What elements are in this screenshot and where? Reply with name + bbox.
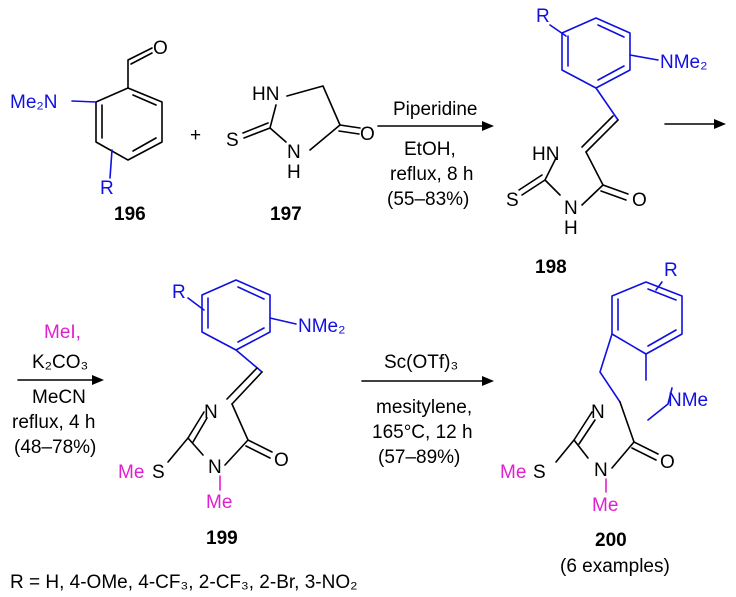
carbonyl-bond-199	[245, 439, 273, 459]
compound-200: R NMe N N Me Me S O 200 (6 examples)	[500, 260, 708, 577]
step2-reagent-k2co3: K₂CO₃	[32, 352, 88, 373]
aromatic-bonds-199	[207, 286, 265, 343]
compound-number-200: 200	[595, 530, 627, 551]
aldehyde-double-bond	[130, 52, 153, 65]
hn-label-197: HN	[252, 84, 279, 105]
nme2-label-199: NMe₂	[298, 316, 346, 337]
mes-me-label-200: Me	[500, 462, 526, 483]
benzylidene-bond-198	[595, 87, 619, 121]
h-label-197: H	[287, 162, 301, 183]
nme2-label-198: NMe₂	[660, 52, 708, 73]
s-bond-199	[167, 437, 189, 463]
me-label-199: Me	[206, 492, 232, 513]
n-label-199: N	[204, 402, 218, 423]
step1-conditions: reflux, 8 h	[390, 164, 473, 185]
compound-198: R NMe₂ HN N H S O 198	[506, 6, 708, 278]
thione-bond-197	[242, 122, 271, 139]
step2-conditions: reflux, 4 h	[12, 412, 95, 433]
r-bond-199	[187, 297, 205, 311]
step1-yield: (55–83%)	[387, 189, 469, 210]
cn-double-bond-199	[192, 417, 208, 443]
r-label-199: R	[172, 282, 186, 303]
benzene-ring-200	[611, 281, 683, 355]
nh-label-198: N	[564, 198, 578, 219]
benzylidene-bond-199	[235, 349, 263, 373]
oxygen-198: O	[632, 190, 647, 211]
compound-number-198: 198	[535, 257, 567, 278]
mes-me-label-199: Me	[118, 462, 144, 483]
exocyclic-double-bond-199	[226, 367, 263, 405]
nme2-bond-198	[629, 54, 659, 61]
r-bond-196	[109, 149, 113, 179]
arrow-2-head	[714, 119, 726, 129]
aromatic-bonds-198	[567, 24, 625, 81]
reaction-arrow-1: Piperidine EtOH, reflux, 8 h (55–83%)	[377, 99, 494, 210]
step3-reagent: Sc(OTf)₃	[384, 352, 458, 373]
me2n-label: Me₂N	[10, 92, 58, 113]
carbonyl-bond-200	[631, 441, 659, 461]
carbonyl-bond-198	[600, 184, 629, 201]
benzene-ring-198	[561, 17, 631, 89]
sulfur-198: S	[506, 190, 519, 211]
benzene-ring-199	[201, 279, 271, 351]
compound-197: HN N H S O 197	[226, 84, 375, 225]
compound-196: O Me₂N R 196	[10, 38, 168, 225]
thione-bond-198	[518, 174, 546, 196]
tetrahydroquinoline-ring-200	[599, 333, 673, 421]
arrow-1-head	[482, 121, 494, 131]
step2-reagent-mei: MeI,	[44, 322, 81, 343]
me-label-200: Me	[592, 495, 618, 516]
examples-label-200: (6 examples)	[560, 556, 670, 577]
arrow-4-head	[482, 376, 494, 386]
aromatic-bonds-200	[617, 288, 677, 347]
aldehyde-oxygen: O	[153, 38, 168, 59]
compound-199: R NMe₂ N N Me Me S O 199	[118, 279, 346, 549]
r-label-200: R	[664, 260, 678, 281]
hn-label-198: HN	[532, 144, 559, 165]
nme2-bond-199	[269, 317, 297, 325]
aldehyde-bond	[127, 47, 153, 89]
step2-solvent: MeCN	[32, 387, 86, 408]
sulfur-197: S	[226, 130, 239, 151]
r-label-198: R	[536, 6, 550, 27]
compound-number-197: 197	[270, 204, 302, 225]
imidazolidine-ring-197	[269, 85, 341, 151]
step1-reagent: Piperidine	[393, 99, 478, 120]
reaction-arrow-2	[664, 119, 726, 129]
exocyclic-double-bond-198	[581, 115, 619, 153]
compound-number-199: 199	[206, 528, 238, 549]
r-bond-198	[549, 24, 567, 37]
step3-solvent: mesitylene,	[376, 397, 472, 418]
cn-double-bond-200	[578, 419, 596, 445]
reaction-arrow-3: MeI, K₂CO₃ MeCN reflux, 4 h (48–78%)	[12, 322, 104, 458]
mes-s-label-199: S	[152, 462, 165, 483]
compound-number-196: 196	[114, 204, 146, 225]
r-bond-200	[655, 281, 663, 291]
step3-yield: (57–89%)	[378, 447, 460, 468]
h-label-198: H	[564, 218, 578, 239]
nme-n-label-199: N	[208, 457, 222, 478]
step2-yield: (48–78%)	[14, 437, 96, 458]
aromatic-bonds-196	[101, 94, 157, 152]
n-label-200: N	[591, 402, 605, 423]
oxygen-199: O	[274, 450, 289, 471]
benzene-ring-196	[95, 87, 163, 161]
substituent-list: R = H, 4-OMe, 4-CF₃, 2-CF₃, 2-Br, 3-NO₂	[10, 572, 357, 593]
arrow-3-head	[92, 375, 104, 385]
oxygen-200: O	[660, 452, 675, 473]
mes-s-label-200: S	[533, 462, 546, 483]
carbonyl-bond-197	[338, 124, 361, 135]
nme-label-200: NMe	[668, 390, 708, 411]
reaction-arrow-4: Sc(OTf)₃ mesitylene, 165°C, 12 h (57–89%…	[361, 352, 494, 468]
r-label-196: R	[100, 178, 114, 199]
s-bond-200	[555, 439, 575, 463]
plus-sign: +	[190, 125, 201, 146]
step1-solvent: EtOH,	[404, 139, 456, 160]
nme2-bond-196	[71, 100, 97, 103]
nme-n-label-200: N	[594, 460, 608, 481]
oxygen-197: O	[360, 124, 375, 145]
nh-label-197: N	[287, 142, 301, 163]
step3-conditions: 165°C, 12 h	[372, 422, 473, 443]
